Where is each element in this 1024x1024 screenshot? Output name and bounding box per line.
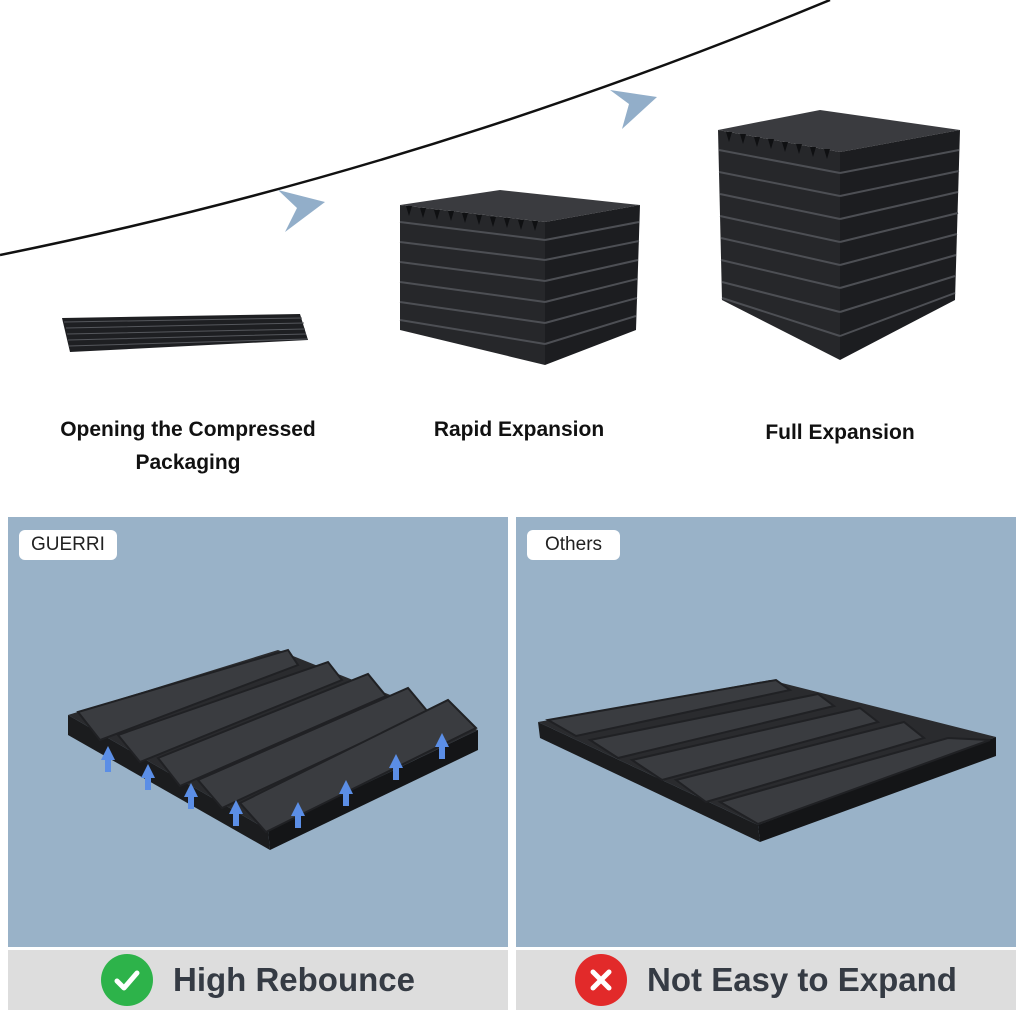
up-arrow-icon (229, 800, 243, 826)
full-expansion-stack (718, 110, 960, 360)
stage-label-line: Opening the Compressed (60, 418, 316, 441)
progress-curve (0, 0, 831, 257)
check-badge (100, 954, 153, 1006)
expansion-curve-illustration (0, 0, 960, 365)
footer-caption: Not Easy to Expand (647, 961, 957, 998)
up-arrow-icon (184, 783, 198, 809)
stage-label-rapid: Rapid Expansion (399, 413, 639, 446)
up-arrow-icon (389, 754, 403, 780)
others-footer: Not Easy to Expand (516, 950, 1016, 1010)
up-arrow-icon (339, 780, 353, 806)
stage-label-full: Full Expansion (720, 416, 960, 449)
flat-foam-illustration (538, 678, 996, 842)
up-arrow-icon (291, 802, 305, 828)
compressed-foam-stack (62, 314, 308, 352)
guerri-footer: High Rebounce (8, 950, 508, 1010)
cross-icon (590, 969, 612, 991)
cross-badge (575, 954, 628, 1006)
up-arrow-icon (101, 746, 115, 772)
brand-tag: Others (527, 530, 621, 560)
expansion-stages: Opening the Compressed Packaging Rapid E… (0, 0, 1024, 500)
rapid-expansion-stack (399, 190, 640, 365)
brand-tag: GUERRI (19, 530, 117, 560)
guerri-panel: GUERRI (8, 517, 508, 947)
stage-label-line: Packaging (135, 451, 241, 474)
stage-label-line: Rapid Expansion (433, 418, 605, 441)
up-arrow-icon (141, 764, 155, 790)
others-panel: Others (516, 517, 1016, 947)
footer-caption: High Rebounce (172, 961, 415, 998)
curve-arrow-1-icon (278, 190, 325, 232)
curve-arrow-2-icon (610, 90, 657, 129)
check-icon (114, 970, 140, 991)
stage-label-line: Full Expansion (765, 421, 915, 444)
rebound-arrows (101, 733, 449, 828)
up-arrow-icon (435, 733, 449, 759)
stage-label-compressed: Opening the Compressed Packaging (30, 413, 346, 479)
high-rebound-foam-illustration (68, 648, 478, 850)
